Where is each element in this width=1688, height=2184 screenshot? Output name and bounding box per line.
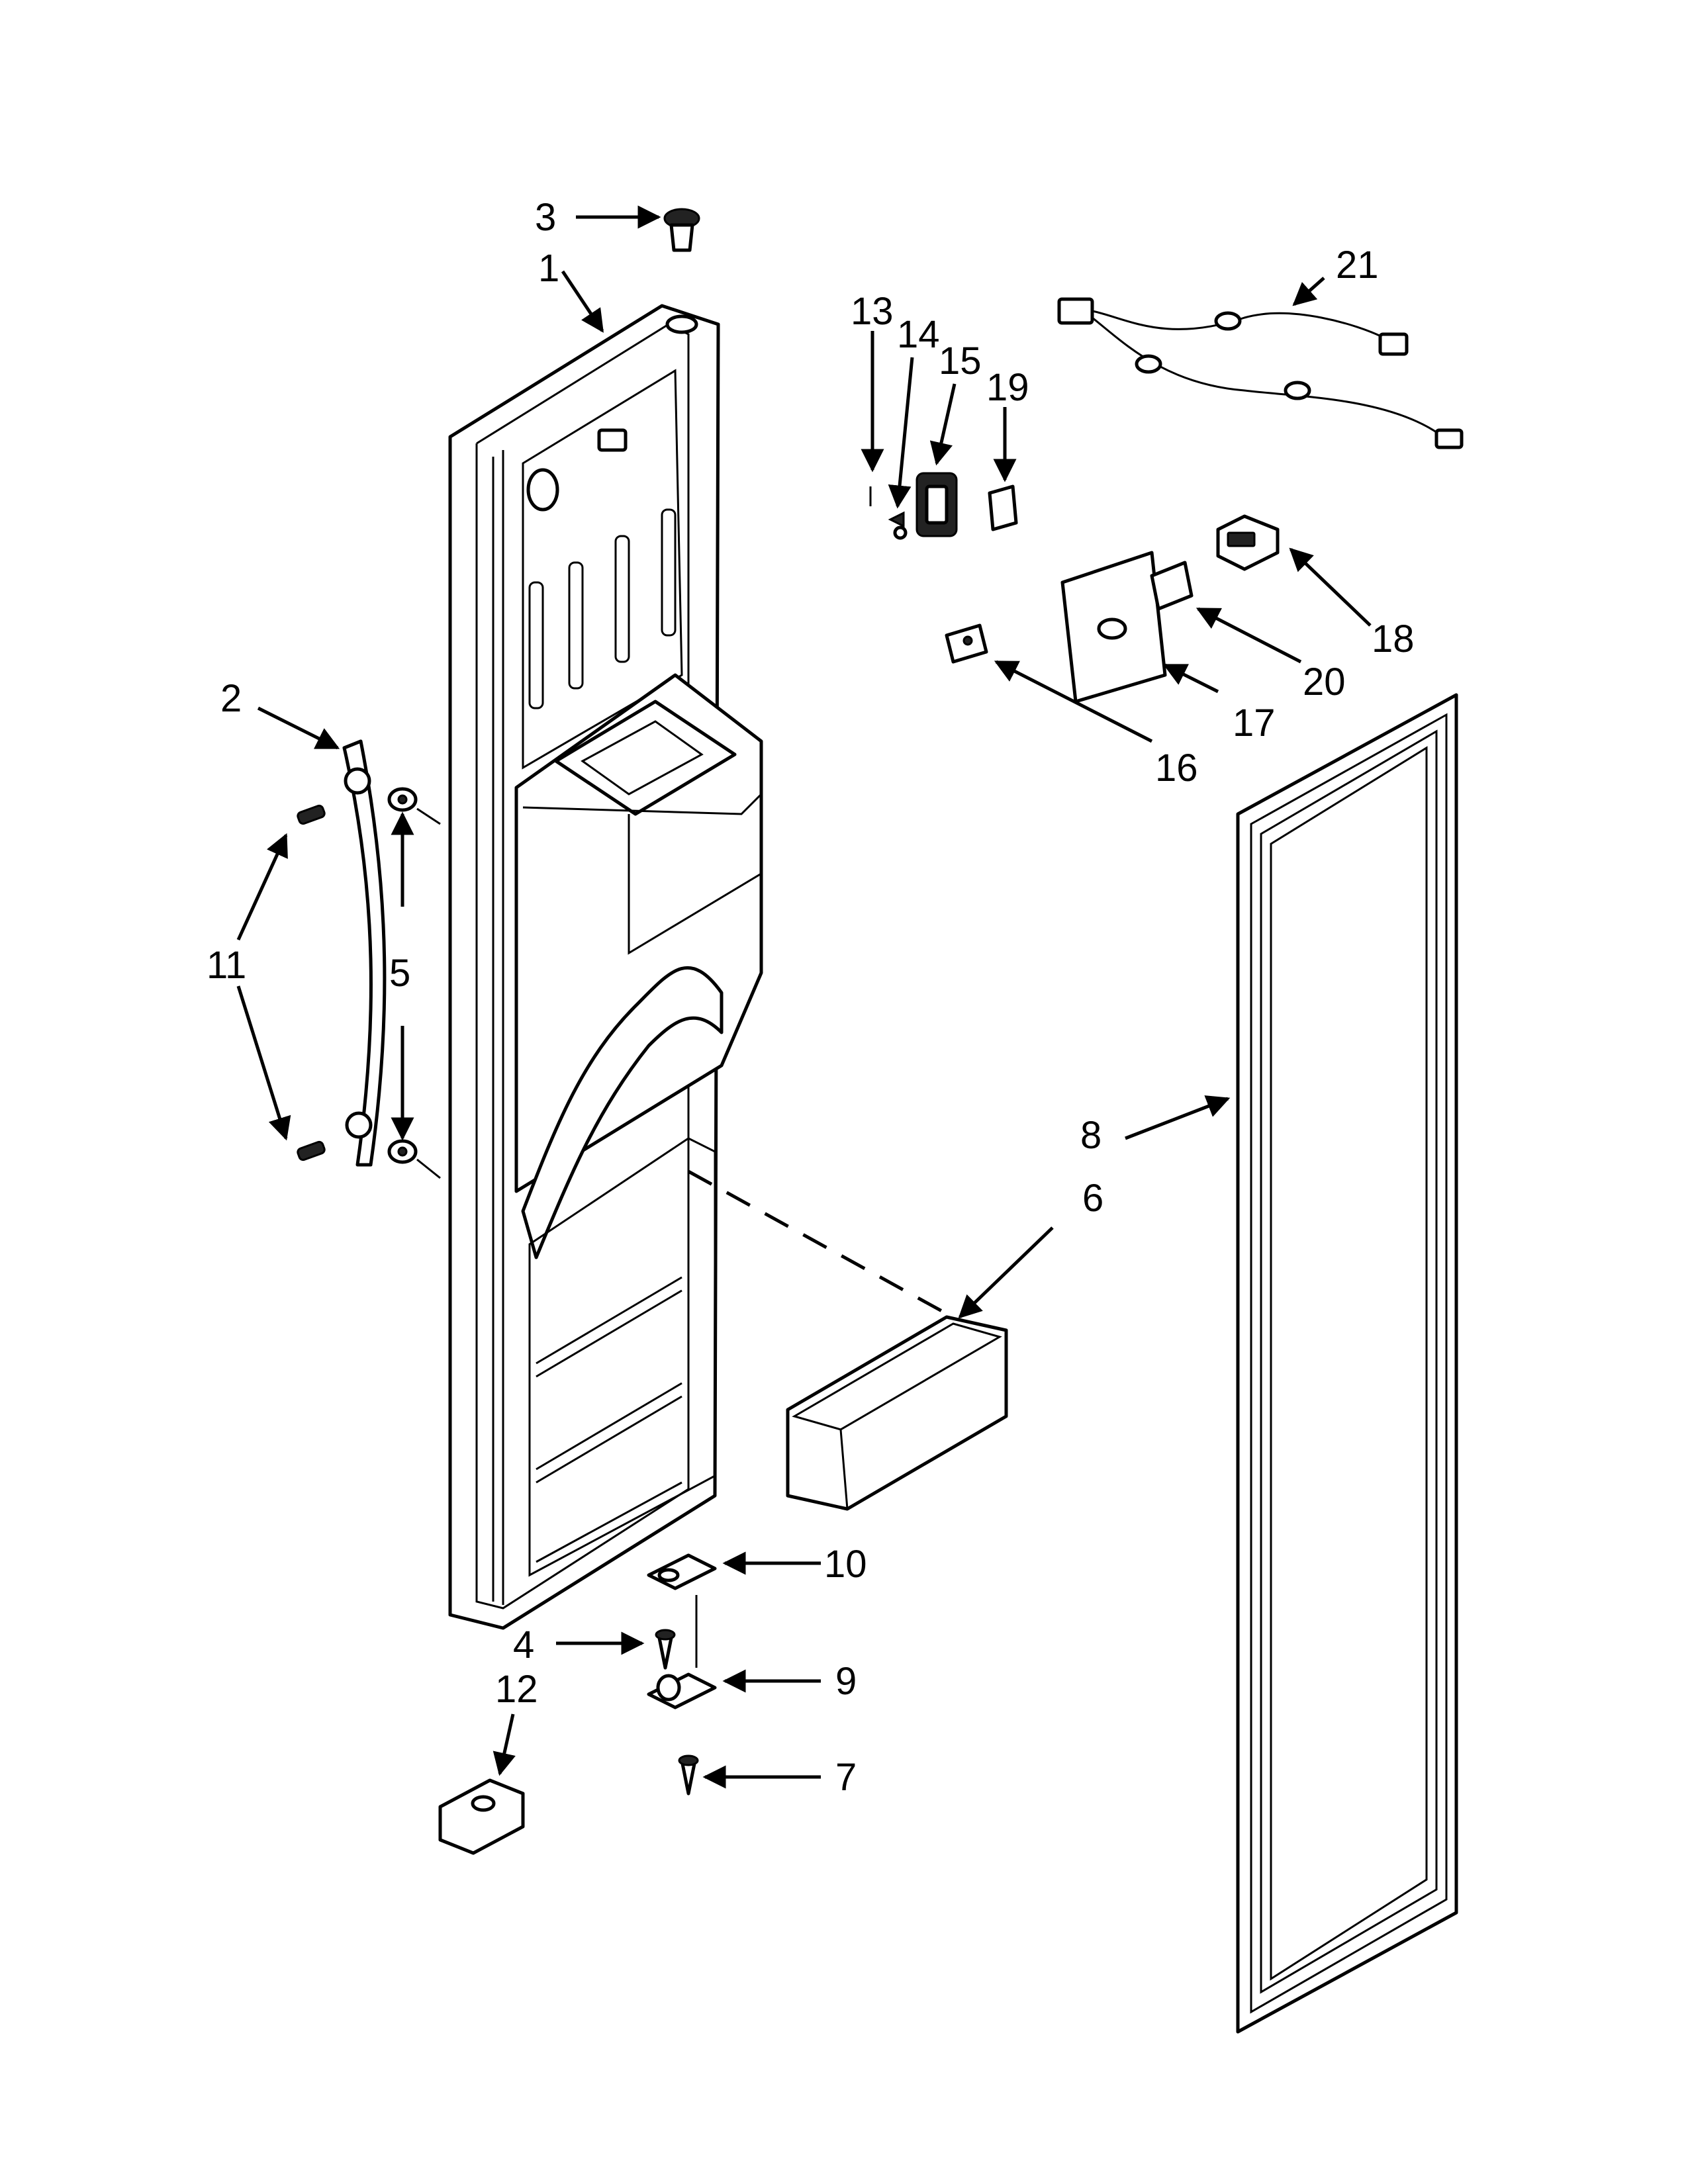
callout-14: 14 — [897, 313, 940, 356]
callout-1: 1 — [538, 247, 559, 290]
callout-3: 3 — [535, 196, 556, 239]
callout-7: 7 — [835, 1756, 857, 1799]
callout-12: 12 — [495, 1668, 538, 1711]
handle-screws — [297, 804, 326, 1161]
callout-9: 9 — [835, 1660, 857, 1703]
callout-labels: 3 1 2 11 5 6 8 10 4 12 9 7 13 14 15 19 2… — [207, 196, 1415, 1799]
callout-20: 20 — [1303, 660, 1346, 704]
dispenser-control-parts — [945, 514, 1280, 704]
callout-2: 2 — [220, 677, 242, 720]
callout-15: 15 — [939, 340, 982, 383]
door-bin — [786, 1315, 1008, 1511]
handle-spacers — [387, 787, 441, 1179]
switch-parts — [869, 472, 1018, 540]
callout-16: 16 — [1155, 747, 1198, 790]
callout-11: 11 — [207, 944, 246, 987]
callout-17: 17 — [1233, 702, 1276, 745]
wire-harness — [1057, 297, 1464, 449]
lower-hinge-parts — [438, 1553, 717, 1855]
leader-lines — [236, 205, 1372, 1789]
callout-4: 4 — [513, 1623, 534, 1666]
top-hinge-plug — [663, 208, 700, 252]
callout-6: 6 — [1082, 1177, 1103, 1220]
door-gasket — [1236, 693, 1458, 2034]
callout-19: 19 — [986, 366, 1029, 409]
door-handle — [342, 739, 387, 1167]
callout-21: 21 — [1336, 244, 1379, 287]
callout-13: 13 — [851, 290, 894, 333]
callout-18: 18 — [1372, 617, 1415, 660]
callout-10: 10 — [824, 1543, 867, 1586]
callout-8: 8 — [1080, 1114, 1102, 1157]
door-liner-assembly — [448, 304, 763, 1630]
callout-5: 5 — [389, 952, 410, 995]
